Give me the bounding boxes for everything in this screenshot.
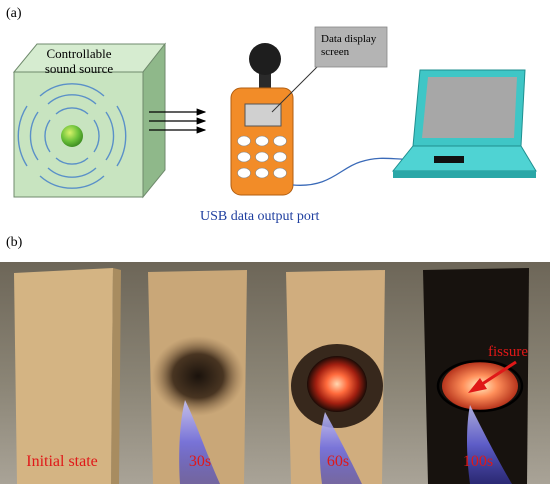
meter-screen (244, 103, 282, 127)
sound-source-label-line2: sound source (45, 61, 113, 76)
screen-callout-box (314, 26, 388, 68)
laptop-base (391, 145, 537, 172)
sound-source-cube: Controllable sound source (12, 42, 167, 199)
stage-label-initial: Initial state (26, 453, 98, 470)
fissure-arrow-head (468, 378, 487, 393)
flame-100s (467, 405, 512, 484)
usb-cable (292, 157, 413, 186)
panel-b-label: (b) (6, 235, 23, 250)
laptop-screen (422, 77, 517, 138)
sound-wave-arcs (17, 83, 127, 189)
screen-callout-line2: screen (321, 46, 350, 58)
sound-source-label-line1: Controllable (47, 46, 112, 61)
flame-60s (319, 412, 362, 484)
fissure-label: fissure (488, 344, 528, 360)
photo-strip: fissure Initial state 30s 60s 100s (0, 262, 550, 484)
stage-label-30s: 30s (189, 453, 211, 470)
stage-label-60s: 60s (327, 453, 349, 470)
screen-callout-line1: Data display (321, 33, 377, 45)
board-initial (14, 268, 113, 484)
screen-callout-line (271, 65, 319, 113)
stage-label-100s: 100s (463, 453, 493, 470)
glow-60s (307, 356, 367, 412)
specimen-initial (14, 268, 121, 484)
meter-buttons (237, 135, 287, 179)
specimen-100s: fissure (423, 268, 529, 484)
flame-30s (179, 400, 220, 484)
signal-arrows (149, 108, 207, 134)
scorch-30s (152, 336, 244, 416)
specimen-60s (286, 270, 385, 484)
laptop (391, 69, 537, 178)
usb-port-label: USB data output port (200, 209, 319, 224)
laptop-base-edge (393, 171, 536, 178)
laptop-trackpad (434, 156, 464, 163)
sound-source-ball (61, 125, 83, 147)
sound-level-meter: Data display screen (230, 26, 388, 196)
fissure-ellipse (436, 359, 524, 413)
specimen-30s (148, 270, 247, 484)
microphone-head (249, 43, 281, 75)
panel-a-label: (a) (6, 6, 22, 21)
